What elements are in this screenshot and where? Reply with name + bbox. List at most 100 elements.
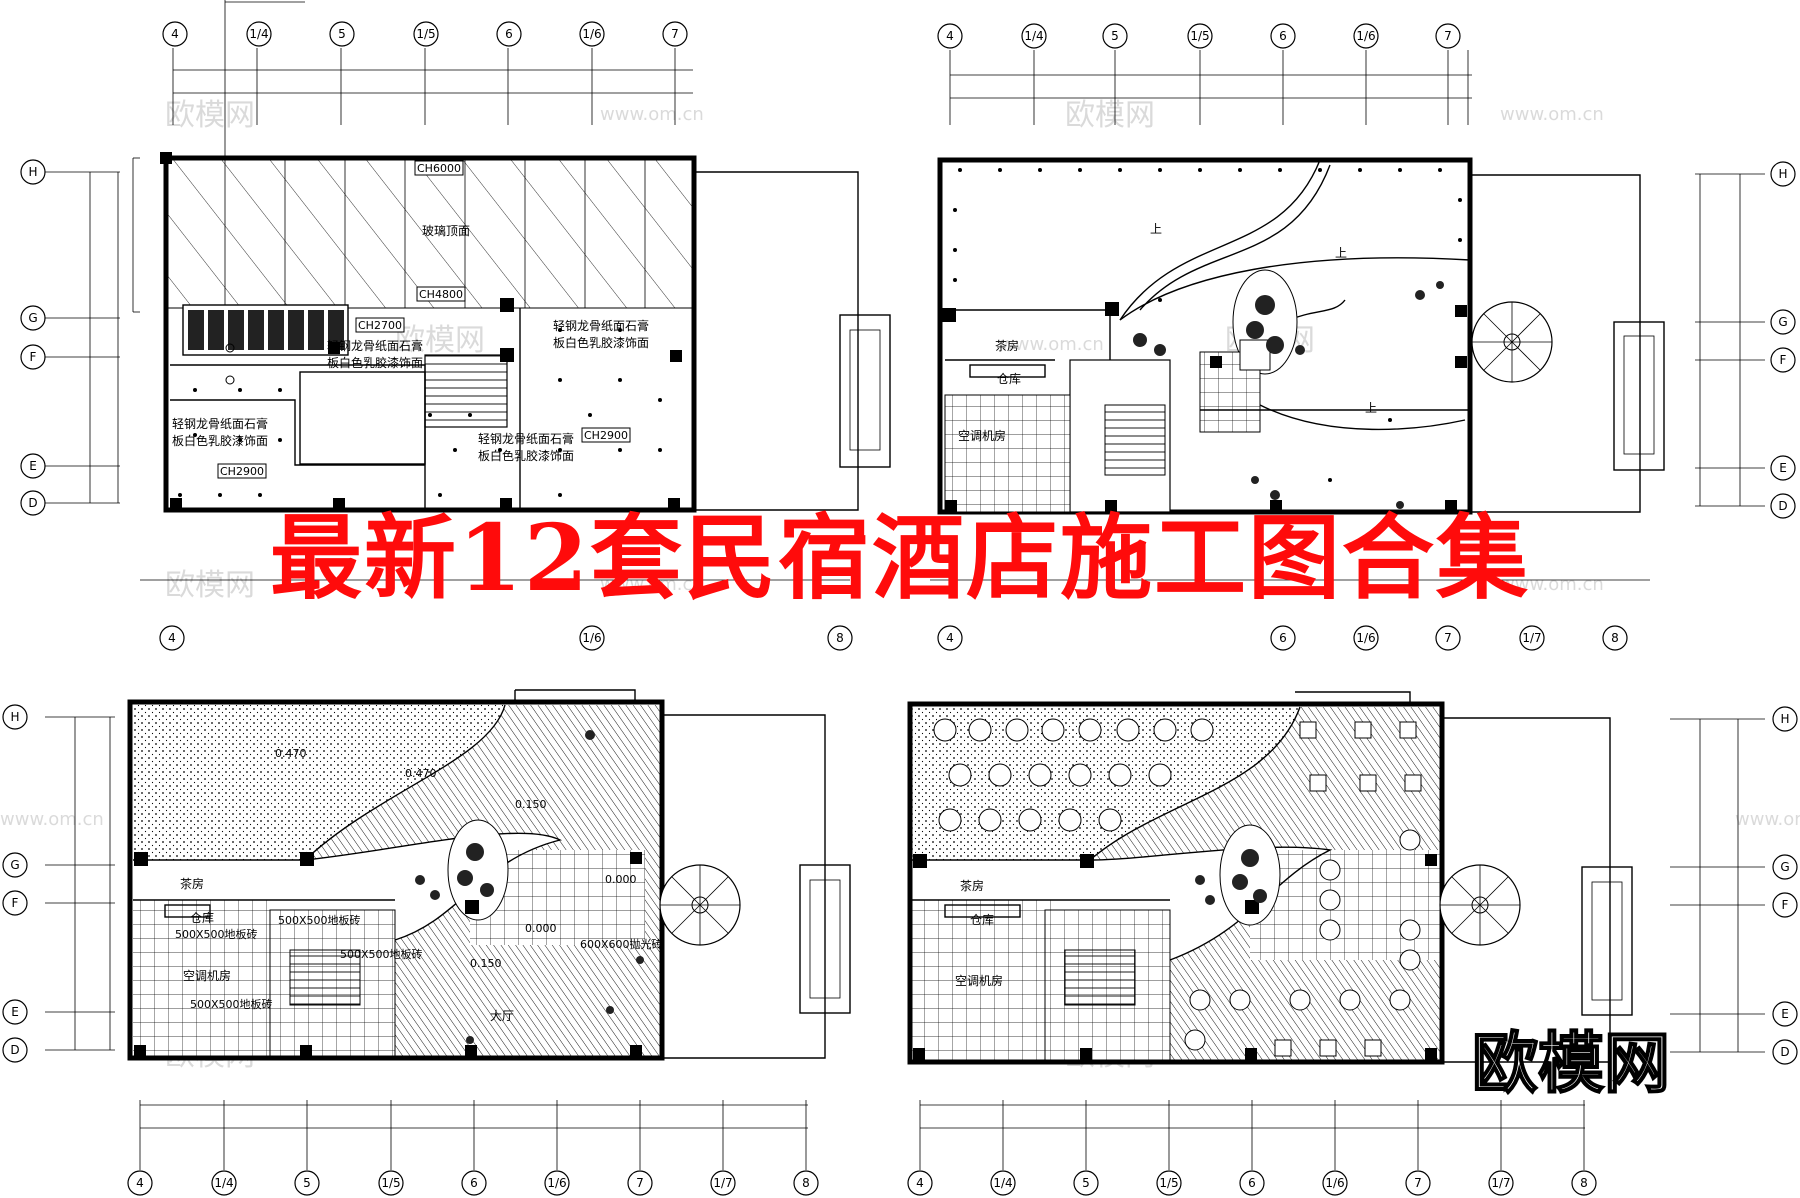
watermark-url: www.om.cn <box>1000 334 1104 355</box>
axis-label: 8 <box>1580 1176 1588 1190</box>
ceiling-note: 轻钢龙骨纸面石膏 <box>327 338 423 353</box>
columns <box>134 852 642 1057</box>
axis-label: 1/5 <box>416 27 435 41</box>
axis-label: E <box>29 459 37 473</box>
stair-direction-mark: 上 <box>1365 401 1377 415</box>
axis-label: G <box>10 858 19 872</box>
axis-label: 8 <box>1611 631 1619 645</box>
axis-label: D <box>28 496 37 510</box>
axis-label: 1/7 <box>1491 1176 1510 1190</box>
stair-direction-mark: 上 <box>1335 246 1347 260</box>
axis-label: 4 <box>136 1176 144 1190</box>
axis-label: 7 <box>1444 631 1452 645</box>
watermark-url: www.om.cn <box>0 809 104 830</box>
axis-label: 4 <box>916 1176 924 1190</box>
plan-2-row-axes: H G F E D <box>1695 161 1796 519</box>
axis-label: 7 <box>636 1176 644 1190</box>
room-label: 茶房 <box>960 878 984 893</box>
watermark-text: 欧模网 <box>165 98 255 133</box>
axis-label: H <box>28 165 37 179</box>
ceiling-note: 轻钢龙骨纸面石膏 <box>478 431 574 446</box>
glass-roof-mullions <box>224 158 646 308</box>
watermark-text: 欧模网 <box>1065 98 1155 133</box>
ceiling-note: 板白色乳胶漆饰面 <box>478 448 574 463</box>
ceiling-height-tag: CH6000 <box>417 162 461 175</box>
axis-label: E <box>1779 461 1787 475</box>
axis-label: H <box>1780 712 1789 726</box>
plan-2-column-axes: 4 1/4 5 1/5 6 1/6 7 <box>937 23 1472 125</box>
plan-4-column-axes: 4 1/4 5 1/5 6 1/6 7 1/7 8 <box>907 1100 1597 1196</box>
columns <box>160 152 682 510</box>
axis-label: 8 <box>836 631 844 645</box>
axis-label: 5 <box>303 1176 311 1190</box>
promo-headline: 最新12套民宿酒店施工图合集 <box>269 504 1531 612</box>
square-tables <box>1274 721 1422 1057</box>
axis-label: 5 <box>338 27 346 41</box>
axis-label: 6 <box>1279 631 1287 645</box>
axis-label: 1/4 <box>1024 29 1043 43</box>
room-label: 空调机房 <box>955 973 1003 988</box>
floor-note: 500X500地板砖 <box>340 947 423 961</box>
watermark-url: www.om.cn <box>1500 574 1604 595</box>
room-label: 仓库 <box>970 912 994 927</box>
axis-label: 7 <box>1414 1176 1422 1190</box>
room-label: 茶房 <box>995 338 1019 353</box>
axis-label: 6 <box>1279 29 1287 43</box>
plan-1-column-axes: 4 1/4 5 1/5 6 1/6 7 <box>162 0 693 160</box>
axis-label: 4 <box>168 631 176 645</box>
stair-direction-mark: 上 <box>1150 222 1162 236</box>
floor-note: 500X500地板砖 <box>278 913 361 927</box>
ceiling-note: 板白色乳胶漆饰面 <box>553 335 649 350</box>
axis-label: 5 <box>1111 29 1119 43</box>
plan-1-row-axes: H G F E D <box>20 157 140 516</box>
ceiling-lights <box>953 168 1462 482</box>
room-label: 空调机房 <box>183 968 231 983</box>
plan-2-lighting: 4 1/4 5 1/5 6 1/6 7 H G F E D <box>937 23 1796 519</box>
axis-label: G <box>1778 315 1787 329</box>
glass-roof-label: 玻璃顶面 <box>422 224 470 238</box>
level-mark: 0.150 <box>515 798 547 811</box>
axis-label: 1/5 <box>381 1176 400 1190</box>
columns <box>913 854 1437 1060</box>
ceiling-height-tag: CH2900 <box>584 429 628 442</box>
louvers <box>188 310 344 350</box>
columns <box>942 302 1467 512</box>
axis-label: G <box>28 311 37 325</box>
axis-label: E <box>1781 1007 1789 1021</box>
watermark-url: www.om.cn <box>600 104 704 125</box>
floor-note: 600X600抛光砖 <box>580 937 663 951</box>
axis-label: 1/5 <box>1190 29 1209 43</box>
axis-label: 8 <box>802 1176 810 1190</box>
axis-label: G <box>1780 860 1789 874</box>
room-label: 空调机房 <box>958 428 1006 443</box>
axis-label: 4 <box>946 29 954 43</box>
plants <box>415 730 644 1044</box>
ceiling-height-tag: CH4800 <box>419 288 463 301</box>
round-tables <box>933 718 1421 1051</box>
plan-1-ceiling: 4 1/4 5 1/5 6 1/6 7 H G F E D <box>20 0 891 516</box>
axis-label: 1/6 <box>1356 29 1375 43</box>
plants <box>1195 849 1267 905</box>
ceiling-note: 板白色乳胶漆饰面 <box>172 433 268 448</box>
ceiling-note: 板白色乳胶漆饰面 <box>327 355 423 370</box>
axis-label: 1/6 <box>1325 1176 1344 1190</box>
axis-label: 7 <box>671 27 679 41</box>
watermark-url: www.om.cn <box>600 574 704 595</box>
plan-4-row-axes: H G F E D <box>1670 706 1798 1065</box>
watermark-text: 欧模网 <box>395 323 485 358</box>
axis-label: F <box>1782 898 1789 912</box>
brand-logo-text: 欧模网 <box>1471 1024 1671 1103</box>
ceiling-lights <box>178 328 662 497</box>
axis-label: 4 <box>171 27 179 41</box>
plan-4-furniture: H G F E D 4 1/4 5 1/5 6 1/6 7 1/7 8 <box>907 691 1798 1196</box>
axis-label: 5 <box>1082 1176 1090 1190</box>
spiral-stair-treads <box>1472 302 1552 382</box>
axis-label: H <box>1778 167 1787 181</box>
axis-label: 1/6 <box>547 1176 566 1190</box>
floor-note: 500X500地板砖 <box>190 997 273 1011</box>
room-label: 仓库 <box>997 371 1021 386</box>
watermark-url: www.om.cn <box>1735 809 1800 830</box>
axis-label: 1/4 <box>214 1176 233 1190</box>
axis-label: 1/7 <box>1522 631 1541 645</box>
